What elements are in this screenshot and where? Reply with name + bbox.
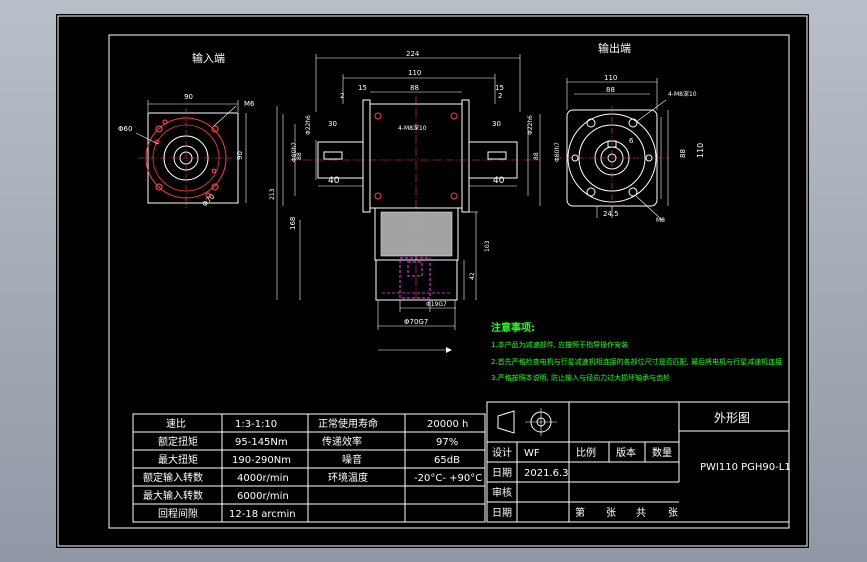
outer-border bbox=[57, 15, 808, 547]
side-dim-flange-left: 15 bbox=[358, 84, 367, 92]
side-dim-key-right: 30 bbox=[492, 120, 501, 128]
spec-value: 1:3-1:10 bbox=[235, 419, 277, 430]
input-dim-pcd: Φ70 bbox=[201, 193, 217, 209]
input-mount-holes bbox=[154, 119, 219, 198]
drawing-svg: 输入端 90 90 M6 Φ60 Φ70 bbox=[57, 15, 808, 547]
side-dim-inner: 88 bbox=[410, 84, 419, 92]
side-dim-flange-right: 15 bbox=[495, 84, 504, 92]
side-dim-shaft-left: Φ22h6 bbox=[305, 115, 312, 135]
note-item: 3.严格按照本说明, 防止输入与径向力过大损坏轴承与齿轮 bbox=[491, 373, 670, 382]
side-dim-motor-step: 42 bbox=[469, 272, 476, 280]
projection-symbol bbox=[497, 408, 557, 436]
spec-value: 97% bbox=[436, 437, 458, 448]
side-dim-lower: 168 bbox=[289, 217, 297, 230]
input-dim-top: 90 bbox=[184, 93, 193, 101]
input-end-label: 输入端 bbox=[192, 51, 225, 65]
side-dim-height-left: 88 bbox=[296, 152, 303, 160]
spec-value: 190-290Nm bbox=[232, 455, 291, 466]
spec-value: 65dB bbox=[434, 455, 460, 466]
side-dim-key-len-right: 40 bbox=[493, 176, 505, 186]
date-value: 2021.6.3 bbox=[524, 468, 569, 479]
output-dim-key: 6 bbox=[629, 137, 634, 145]
spec-label: 噪音 bbox=[342, 453, 362, 466]
label-version: 版本 bbox=[616, 446, 636, 459]
output-dim-offset: 24.5 bbox=[603, 210, 619, 218]
spec-value: 12-18 arcmin bbox=[229, 509, 296, 520]
label-total-zhang: 张 bbox=[668, 507, 678, 519]
label-date-2: 日期 bbox=[492, 507, 512, 519]
drawing-title: 外形图 bbox=[714, 411, 750, 425]
inner-border bbox=[108, 34, 790, 529]
output-dim-m8: M8 bbox=[656, 217, 665, 224]
input-dim-circle: Φ60 bbox=[118, 125, 132, 133]
spec-value: -20°C- +90°C bbox=[414, 473, 482, 484]
title-block bbox=[486, 401, 790, 523]
spec-label: 传递效率 bbox=[322, 435, 362, 448]
spec-label: 最大输入转数 bbox=[143, 489, 203, 502]
drawing-canvas: 输入端 90 90 M6 Φ60 Φ70 bbox=[56, 14, 809, 548]
output-end-view: 110 88 4-M8深10 6 88 110 24.5 M8 bbox=[556, 74, 705, 224]
spec-value: 20000 h bbox=[427, 419, 468, 430]
side-dim-shaft-right: Φ22h6 bbox=[527, 115, 534, 135]
spec-label: 环境温度 bbox=[328, 471, 368, 484]
designer-name: WF bbox=[524, 448, 540, 459]
label-total: 共 bbox=[636, 507, 646, 519]
spec-value: 6000r/min bbox=[237, 491, 289, 502]
side-dim-body: 110 bbox=[408, 69, 421, 77]
motor-bore-hidden bbox=[399, 257, 431, 299]
label-sheet: 第 bbox=[575, 506, 585, 519]
output-end-label: 输出端 bbox=[598, 41, 631, 55]
side-dim-step-left: 2 bbox=[340, 92, 344, 100]
side-dim-key-len-left: 40 bbox=[328, 176, 340, 186]
side-dim-step-right: 2 bbox=[498, 92, 502, 100]
label-date: 日期 bbox=[492, 467, 512, 479]
side-dim-overall: 224 bbox=[406, 50, 420, 58]
note-item: 2.首先严格检查电机与行星减速机相连接的各部位尺寸是否匹配, 最后将电机与行星减… bbox=[491, 357, 782, 366]
input-end-view: 90 90 M6 Φ60 Φ70 bbox=[118, 93, 255, 208]
spec-value: 95-145Nm bbox=[235, 437, 288, 448]
input-dim-holes: M6 bbox=[244, 100, 255, 108]
notes-title: 注意事项: bbox=[491, 321, 535, 334]
label-quantity: 数量 bbox=[652, 446, 672, 459]
side-dim-key-left: 30 bbox=[328, 120, 337, 128]
part-number: PWI110 PGH90-L1 bbox=[700, 462, 791, 473]
spec-label: 额定扭矩 bbox=[158, 435, 198, 448]
spec-value: 4000r/min bbox=[237, 473, 289, 484]
spec-table bbox=[132, 413, 486, 523]
output-dim-right-outer: 110 bbox=[696, 143, 705, 158]
title-block-text: 外形图 PWI110 PGH90-L1 设计 WF 比例 版本 数量 日期 20… bbox=[492, 411, 791, 519]
output-dim-inner: 88 bbox=[606, 86, 615, 94]
spec-table-text: 速比 1:3-1:10 正常使用寿命 20000 h 额定扭矩 95-145Nm… bbox=[143, 417, 482, 520]
side-dim-pilot-right: Φ80h7 bbox=[554, 142, 561, 162]
output-mount-holes bbox=[571, 118, 653, 197]
label-review: 审核 bbox=[492, 486, 512, 499]
label-sheet-zhang: 张 bbox=[606, 507, 616, 519]
side-dim-total-height: 213 bbox=[269, 188, 276, 200]
label-scale: 比例 bbox=[576, 446, 596, 459]
note-item: 1.本产品为减速部件, 应按照于指导操作安装 bbox=[491, 340, 628, 349]
side-dim-motor-height: 103 bbox=[484, 240, 491, 252]
spec-label: 额定输入转数 bbox=[143, 471, 203, 484]
side-dim-holes: 4-M8深10 bbox=[398, 124, 427, 132]
notes-block: 注意事项: 1.本产品为减速部件, 应按照于指导操作安装 2.首先严格检查电机与… bbox=[491, 321, 782, 382]
side-view: 224 110 88 15 15 2 2 4-M8深10 30 30 Φ22h6… bbox=[269, 50, 561, 353]
input-flange bbox=[147, 112, 239, 204]
label-design: 设计 bbox=[492, 446, 512, 459]
spec-label: 正常使用寿命 bbox=[318, 417, 378, 430]
side-dim-motor-shaft: Φ19G7 bbox=[426, 301, 447, 308]
spec-label: 速比 bbox=[166, 418, 186, 430]
output-dim-top: 110 bbox=[604, 74, 617, 82]
side-dim-height-right: 88 bbox=[533, 152, 540, 160]
side-dim-pilot-left: Φ80h7 bbox=[291, 142, 298, 162]
input-dim-right: 90 bbox=[236, 151, 244, 160]
output-dim-holes: 4-M8深10 bbox=[668, 90, 697, 98]
spec-label: 最大扭矩 bbox=[158, 453, 198, 466]
side-dim-motor-pilot: Φ70G7 bbox=[404, 318, 428, 326]
spec-label: 回程间隙 bbox=[158, 507, 198, 520]
output-dim-right-inner: 88 bbox=[679, 149, 687, 158]
